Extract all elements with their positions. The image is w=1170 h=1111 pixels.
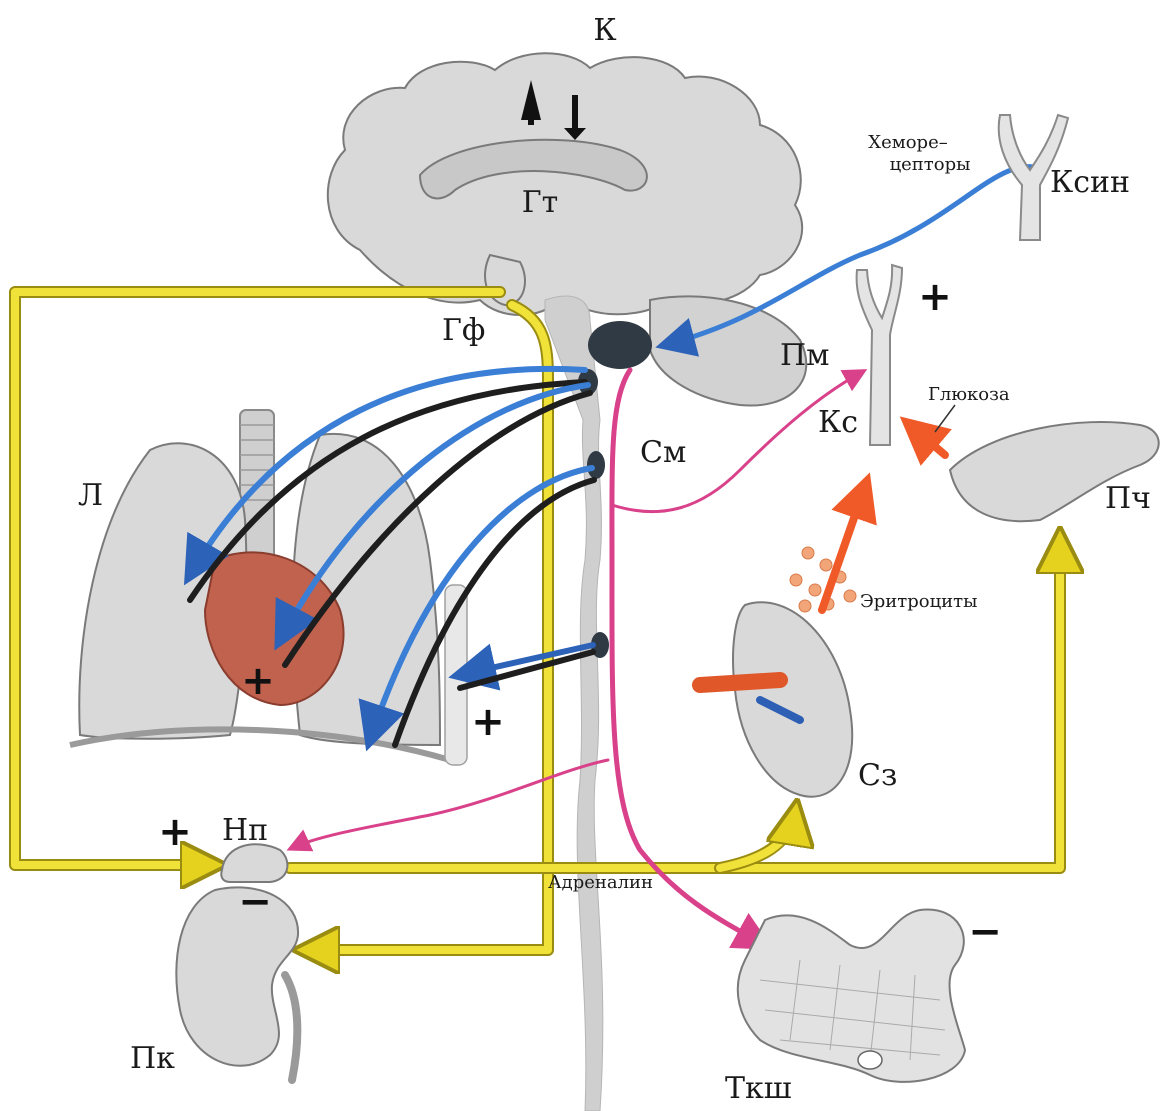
vessel-plus-sign: + [918, 274, 952, 320]
intestine-lumen [858, 1051, 882, 1069]
adrenal-plus-sign: + [158, 809, 192, 855]
label-lungs: Л [78, 478, 103, 513]
spinal-node-2 [587, 451, 605, 479]
intestine-minus-sign: − [968, 909, 1002, 955]
blood-vessel [857, 265, 902, 445]
label-glucose: Глюкоза [928, 384, 1010, 405]
label-chemoreceptors-2: цепторы [890, 154, 971, 175]
chest-plus-sign: + [471, 699, 505, 745]
adrenal-gland [221, 844, 287, 882]
label-bone-marrow: Пм [780, 338, 830, 373]
label-blood-vessel: Кс [818, 405, 858, 440]
label-intestine: Ткш [725, 1071, 792, 1106]
label-adrenaline: Адреналин [548, 872, 653, 893]
label-cortex: К [593, 13, 616, 48]
heart-plus-sign: + [241, 658, 275, 704]
intestine [738, 910, 965, 1082]
erythrocytes-arrow [822, 495, 862, 610]
cerebrum-shape [328, 53, 802, 315]
glucose-arrow [918, 432, 945, 455]
label-hypothalamus: Гт [522, 185, 558, 220]
label-erythrocytes: Эритроциты [860, 591, 977, 612]
label-adrenal: Нп [222, 813, 268, 848]
label-pituitary: Гф [442, 313, 485, 348]
label-chemoreceptors-1: Хеморе– [868, 132, 947, 153]
spleen [733, 602, 852, 796]
kidney [176, 887, 298, 1065]
spleen-artery [700, 680, 780, 685]
glucose-pointer [935, 405, 955, 432]
ureter [285, 975, 297, 1080]
label-spinal-cord: См [640, 435, 686, 470]
kidney-minus-sign: − [238, 879, 272, 925]
medulla-center [588, 321, 652, 369]
label-carotid-sinus: Ксин [1050, 165, 1130, 200]
label-liver: Пч [1105, 481, 1151, 516]
label-kidney: Пк [130, 1041, 175, 1076]
label-spleen: Сз [858, 758, 897, 793]
